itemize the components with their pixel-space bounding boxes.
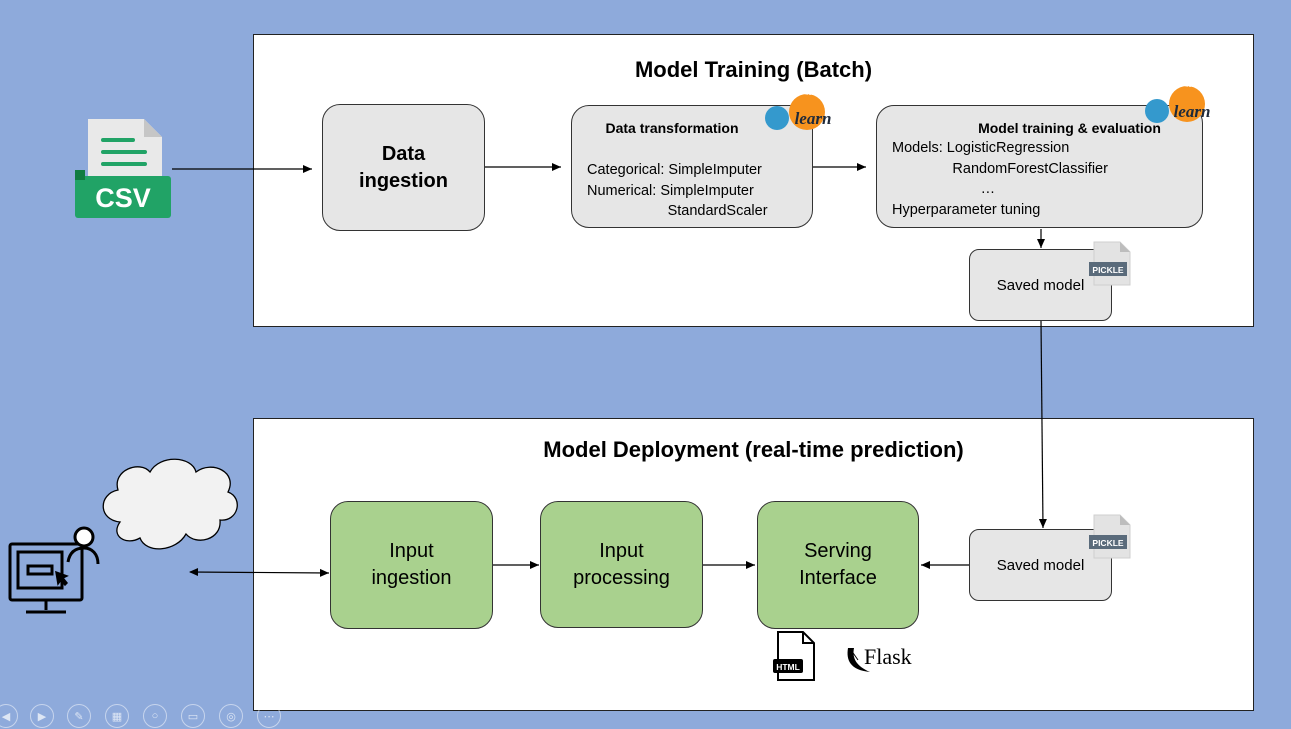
svg-text:scikit: scikit bbox=[1185, 83, 1199, 89]
svg-text:PICKLE: PICKLE bbox=[1092, 538, 1124, 548]
input-processing-label: Input processing bbox=[573, 539, 670, 589]
flask-logo-icon: Flask bbox=[847, 644, 912, 672]
zoom-icon[interactable]: ○ bbox=[143, 704, 167, 728]
computer-user-icon bbox=[8, 526, 100, 614]
data-ingestion-box: Data ingestion bbox=[322, 104, 485, 231]
svg-text:scikit: scikit bbox=[805, 91, 819, 97]
saved-model-deploy-box: Saved model bbox=[969, 529, 1112, 601]
csv-file-icon: CSV bbox=[75, 119, 171, 218]
input-ingestion-label: Input ingestion bbox=[371, 540, 452, 589]
model-training-details: Models: LogisticRegression RandomForestC… bbox=[892, 140, 1108, 218]
nav-next-icon[interactable]: ▶ bbox=[30, 704, 54, 728]
csv-label: CSV bbox=[95, 183, 151, 213]
data-transformation-title: Data transformation bbox=[605, 120, 739, 136]
html-file-icon: HTML bbox=[773, 631, 815, 681]
cloud-icon bbox=[102, 458, 238, 550]
saved-model-training-box: Saved model bbox=[969, 249, 1112, 321]
deployment-title: Model Deployment (real-time prediction) bbox=[543, 437, 964, 462]
arrow-saved-to-deploy-saved bbox=[1038, 320, 1047, 529]
pickle-file-icon: PICKLE bbox=[1089, 241, 1131, 286]
training-title: Model Training (Batch) bbox=[634, 57, 873, 82]
pickle-file-icon: PICKLE bbox=[1089, 514, 1131, 559]
screen-icon[interactable]: ▭ bbox=[181, 704, 205, 728]
sklearn-logo-icon: scikit learn bbox=[1145, 83, 1210, 123]
data-ingestion-label: Data ingestion bbox=[359, 142, 448, 192]
model-training-box: Model training & evaluation Models: Logi… bbox=[876, 105, 1203, 228]
camera-icon[interactable]: ◎ bbox=[219, 704, 243, 728]
input-ingestion-box: Input ingestion bbox=[330, 501, 493, 629]
arrow-user-ingestion bbox=[189, 568, 330, 577]
serving-interface-label: Serving Interface bbox=[799, 540, 877, 589]
flask-label: Flask bbox=[864, 644, 912, 669]
saved-model-training-label: Saved model bbox=[996, 276, 1085, 294]
serving-interface-box: Serving Interface bbox=[757, 501, 919, 629]
sklearn-logo-icon: scikit learn bbox=[765, 91, 831, 130]
html-label: HTML bbox=[776, 662, 800, 672]
saved-model-deploy-label: Saved model bbox=[996, 556, 1085, 574]
sklearn-label: learn bbox=[1174, 102, 1211, 121]
pen-icon[interactable]: ✎ bbox=[67, 704, 91, 728]
more-options-icon[interactable]: ⋯ bbox=[257, 704, 281, 728]
slides-grid-icon[interactable]: ▦ bbox=[105, 704, 129, 728]
input-processing-box: Input processing bbox=[540, 501, 703, 628]
sklearn-label: learn bbox=[795, 109, 832, 128]
nav-prev-icon[interactable]: ◀ bbox=[0, 704, 18, 728]
data-transformation-details: Categorical: SimpleImputer Numerical: Si… bbox=[587, 162, 768, 219]
model-training-title: Model training & evaluation bbox=[978, 120, 1161, 136]
svg-text:PICKLE: PICKLE bbox=[1092, 265, 1124, 275]
